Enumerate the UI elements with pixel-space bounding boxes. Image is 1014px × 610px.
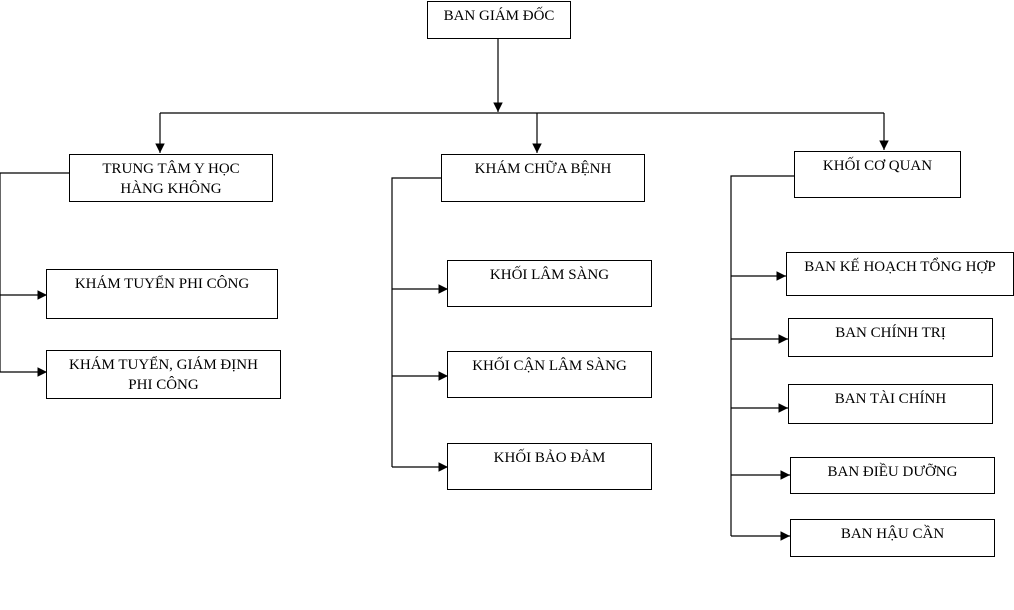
child-node: BAN CHÍNH TRỊ <box>788 318 993 357</box>
child-node: BAN HẬU CẦN <box>790 519 995 557</box>
child-node: BAN ĐIỀU DƯỠNG <box>790 457 995 494</box>
branch-2-spine <box>391 177 441 467</box>
root-node: BAN GIÁM ĐỐC <box>427 1 571 39</box>
branch-node-agencies: KHỐI CƠ QUAN <box>794 151 961 198</box>
child-node: KHÁM TUYỂN, GIÁM ĐỊNH PHI CÔNG <box>46 350 281 399</box>
branch-node-aviation-medicine: TRUNG TÂM Y HỌC HÀNG KHÔNG <box>69 154 273 202</box>
child-node: KHỐI CẬN LÂM SÀNG <box>447 351 652 398</box>
branch-1-spine <box>0 172 69 372</box>
branch-node-treatment: KHÁM CHỮA BỆNH <box>441 154 645 202</box>
child-node: BAN KẾ HOẠCH TỔNG HỢP <box>786 252 1014 296</box>
child-node: KHỐI LÂM SÀNG <box>447 260 652 307</box>
child-node: KHỐI BẢO ĐẢM <box>447 443 652 490</box>
branch-3-spine <box>730 175 794 536</box>
child-node: KHÁM TUYỂN PHI CÔNG <box>46 269 278 319</box>
child-node: BAN TÀI CHÍNH <box>788 384 993 424</box>
